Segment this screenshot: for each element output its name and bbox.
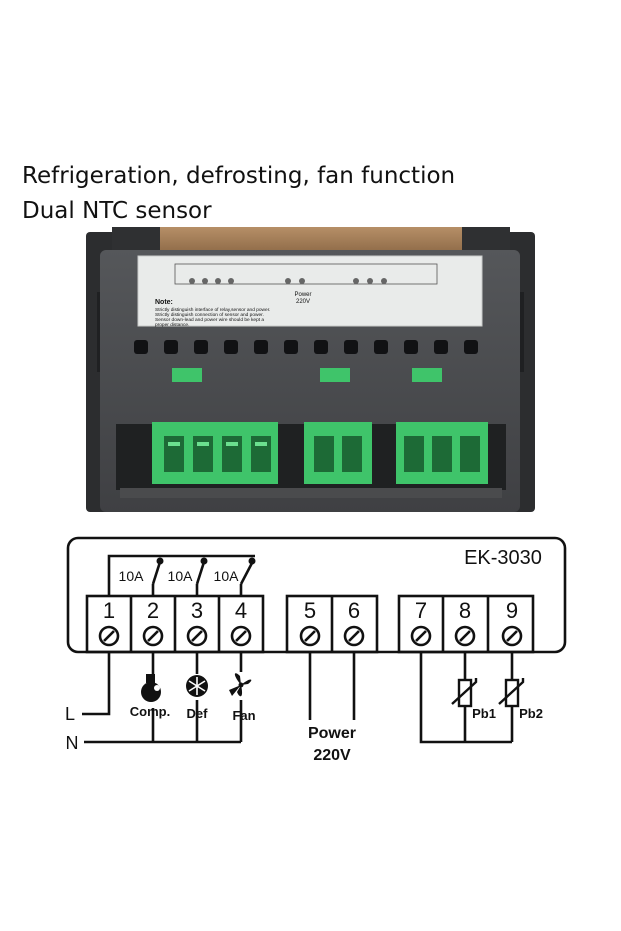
screw-hole [434,340,448,354]
bezel-top [112,227,510,253]
screw-hole [164,340,178,354]
screw-terminal-icon [98,625,120,647]
sticker-power: Power [294,292,311,298]
load-fan-label: Fan [232,708,255,723]
sensor-pb2-label: Pb2 [519,706,543,721]
sticker-note-title: Note: [155,299,173,306]
screw-hole [194,340,208,354]
terminal-block-7-9 [396,422,488,484]
sticker-note-3: Sensor down-lead and power wire should b… [155,317,264,323]
screw-terminal-icon [142,625,164,647]
headline-sensor: Dual NTC sensor [22,198,212,224]
screw-terminal-icon [454,625,476,647]
sensor-common-wire [419,652,512,744]
screw-terminal-icon [501,625,523,647]
terminal-number-6: 6 [348,598,360,623]
screw-terminal-icon [230,625,252,647]
wiring-sticker: Power 220V Note: Strictly distinguish in… [137,255,483,328]
supply-N-label: N [66,733,79,753]
sensor-pb1-label: Pb1 [472,706,496,721]
screw-terminal-icon [186,625,208,647]
terminal-block-5-6 [304,422,372,484]
relay-common-bus [107,554,255,596]
relay-rating-2: 10A [168,568,194,584]
screw-terminal-icon [299,625,321,647]
green-tab-3 [412,368,442,382]
load-comp-label: Comp. [130,704,170,719]
terminal-number-4: 4 [235,598,247,623]
screw-hole [284,340,298,354]
sticker-note-4: proper distance. [155,322,189,328]
model-label: EK-3030 [464,547,542,569]
screw-hole [344,340,358,354]
relay-rating-3: 10A [214,568,240,584]
screw-terminal-icon [343,625,365,647]
terminal-number-2: 2 [147,598,159,623]
screw-hole [224,340,238,354]
screw-hole [464,340,478,354]
power-label: Power [308,725,356,742]
terminal-number-9: 9 [506,598,518,623]
green-tab-2 [320,368,350,382]
screw-hole [314,340,328,354]
defrost-snowflake-icon [186,675,208,697]
green-tab-1 [172,368,202,382]
screw-hole-row [134,340,478,354]
sticker-note-2: Strictly distinguish connection of senso… [155,312,264,318]
terminal-number-3: 3 [191,598,203,623]
fan-icon [229,673,252,697]
screw-terminal-row [98,625,523,647]
terminal-number-5: 5 [304,598,316,623]
terminal-block-1-4 [152,422,278,484]
terminal-number-1: 1 [103,598,115,623]
ntc-sensor-pb2-icon [498,678,525,708]
screw-terminal-icon [410,625,432,647]
ntc-sensor-pb1-icon [451,678,478,708]
screw-hole [404,340,418,354]
screw-hole [134,340,148,354]
screw-hole [374,340,388,354]
headline-function: Refrigeration, defrosting, fan function [22,163,456,189]
relay-rating-1: 10A [119,568,145,584]
compressor-icon [141,674,161,702]
wire-L [82,652,111,716]
screw-hole [254,340,268,354]
terminal-number-7: 7 [415,598,427,623]
load-def-label: Def [187,706,209,721]
sticker-note-1: Strictly distinguish interface of relay,… [155,307,270,313]
power-voltage-label: 220V [313,747,351,764]
terminal-number-8: 8 [459,598,471,623]
sticker-voltage: 220V [296,299,310,305]
supply-L-label: L [65,704,75,724]
